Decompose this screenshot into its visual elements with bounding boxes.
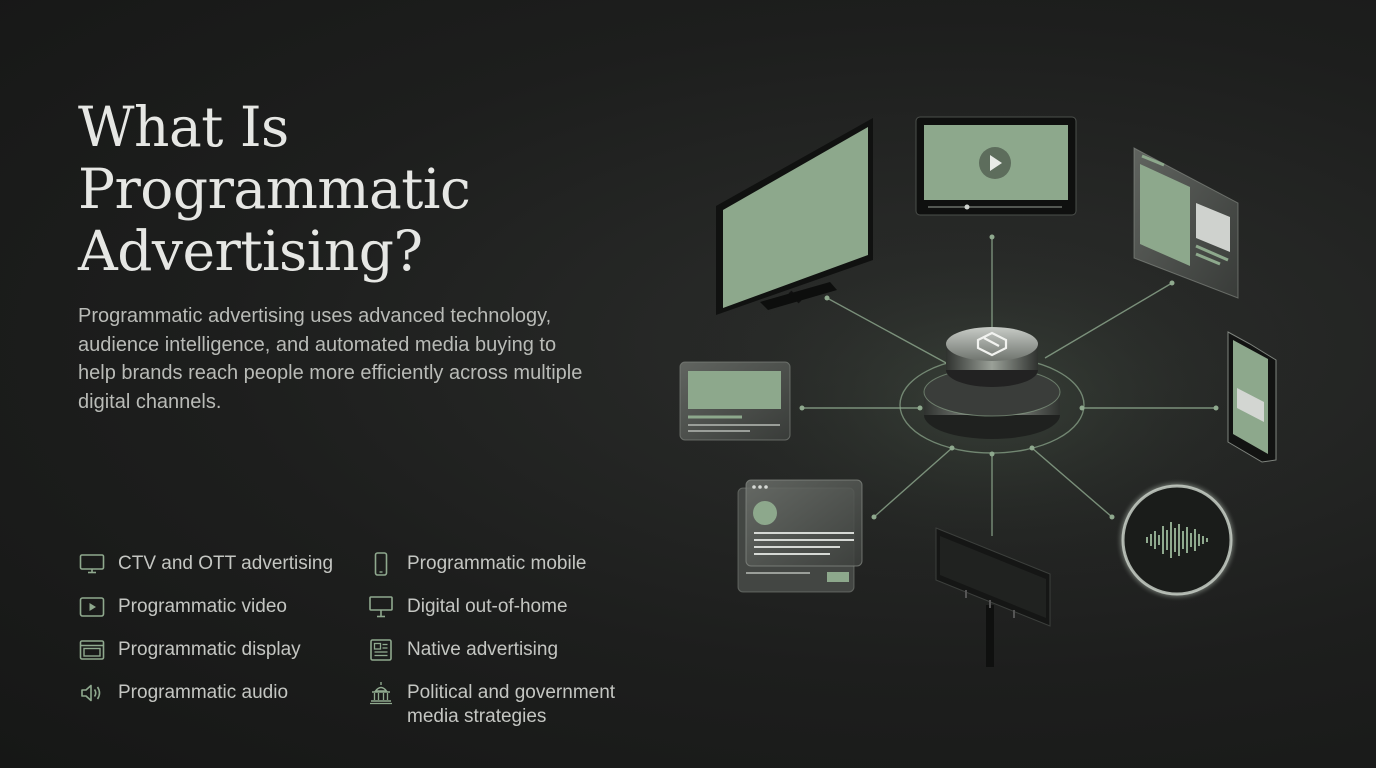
feature-label: Political and government media strategie… xyxy=(407,682,616,727)
feature-audio: Programmatic audio xyxy=(78,681,288,705)
video-player-device xyxy=(915,116,1077,216)
feature-video: Programmatic video xyxy=(78,595,287,619)
connection-lines xyxy=(802,237,1216,536)
audio-wave-device xyxy=(1115,478,1239,602)
article-icon xyxy=(367,638,395,662)
ecosystem-illustration xyxy=(630,70,1350,700)
feature-label: Digital out-of-home xyxy=(407,596,568,617)
feature-political: Political and government media strategie… xyxy=(367,681,627,729)
webpage-device xyxy=(1133,147,1239,299)
feature-label: Programmatic video xyxy=(118,596,287,617)
billboard-icon xyxy=(367,595,395,619)
native-ad-card xyxy=(737,479,863,593)
illustration-canvas xyxy=(662,116,1322,667)
feature-ctv-ott: CTV and OTT advertising xyxy=(78,552,333,576)
feature-label: Native advertising xyxy=(407,639,559,660)
logo-mark xyxy=(976,331,1008,357)
billboard-device xyxy=(935,527,1051,667)
description-paragraph: Programmatic advertising uses advanced t… xyxy=(78,305,583,413)
phone-icon xyxy=(367,552,395,576)
feature-label: Programmatic mobile xyxy=(407,553,587,574)
speaker-icon xyxy=(78,681,106,705)
central-hub xyxy=(899,327,1085,454)
title-line-1: What Is xyxy=(78,95,289,159)
feature-mobile: Programmatic mobile xyxy=(367,552,587,576)
tv-device xyxy=(716,118,873,315)
waveform-icon xyxy=(1146,522,1208,558)
display-window-icon xyxy=(78,638,106,662)
feature-label: CTV and OTT advertising xyxy=(118,553,334,574)
capitol-icon xyxy=(367,681,395,705)
feature-display: Programmatic display xyxy=(78,638,301,662)
feature-native: Native advertising xyxy=(367,638,558,662)
tv-icon xyxy=(78,552,106,576)
smartphone-device xyxy=(1227,331,1277,463)
intro-section: What Is Programmatic Advertising? Progra… xyxy=(78,96,638,727)
feature-label: Programmatic audio xyxy=(118,682,289,703)
title-line-3: Advertising? xyxy=(78,219,423,283)
title-line-2: Programmatic xyxy=(78,157,471,221)
feature-dooh: Digital out-of-home xyxy=(367,595,568,619)
play-icon xyxy=(78,595,106,619)
feature-label: Programmatic display xyxy=(118,639,301,660)
page-title: What Is Programmatic Advertising? xyxy=(78,96,638,282)
display-ad-card xyxy=(679,361,791,441)
